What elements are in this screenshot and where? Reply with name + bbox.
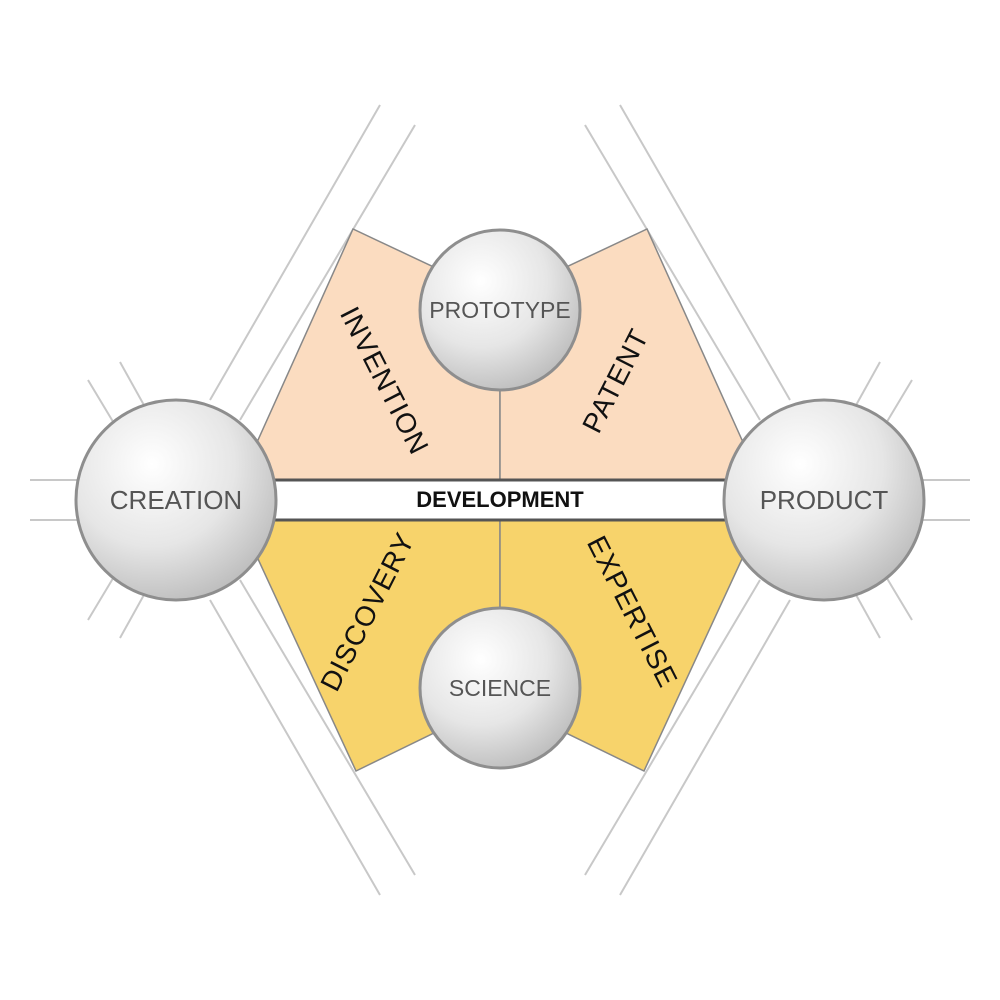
science-circle xyxy=(418,606,582,770)
guide-line xyxy=(209,104,381,401)
development-bar xyxy=(238,478,762,522)
guide-ray xyxy=(884,574,913,621)
guide-ray xyxy=(884,379,913,426)
guide-ray xyxy=(87,379,116,426)
node-prototype: PROTOTYPE xyxy=(418,228,582,392)
guide-line xyxy=(584,579,761,876)
guide-ray xyxy=(119,361,146,408)
guide-line xyxy=(584,124,761,421)
guide-ray xyxy=(854,361,881,408)
node-creation: CREATION xyxy=(74,398,278,602)
prototype-circle xyxy=(418,228,582,392)
creation-label: CREATION xyxy=(110,485,242,515)
guide-line xyxy=(619,599,791,896)
science-label: SCIENCE xyxy=(449,675,551,701)
guide-lines xyxy=(30,104,970,896)
prototype-label: PROTOTYPE xyxy=(429,297,570,323)
guide-ray xyxy=(87,574,116,621)
guide-line xyxy=(239,124,416,421)
node-science: SCIENCE xyxy=(418,606,582,770)
development-label: DEVELOPMENT xyxy=(416,487,584,512)
product-label: PRODUCT xyxy=(760,485,889,515)
guide-line xyxy=(209,599,381,896)
guide-ray xyxy=(119,592,146,639)
guide-line xyxy=(239,579,416,876)
node-product: PRODUCT xyxy=(722,398,926,602)
guide-line xyxy=(619,104,791,401)
product-circle xyxy=(722,398,926,602)
guide-ray xyxy=(854,592,881,639)
creation-circle xyxy=(74,398,278,602)
